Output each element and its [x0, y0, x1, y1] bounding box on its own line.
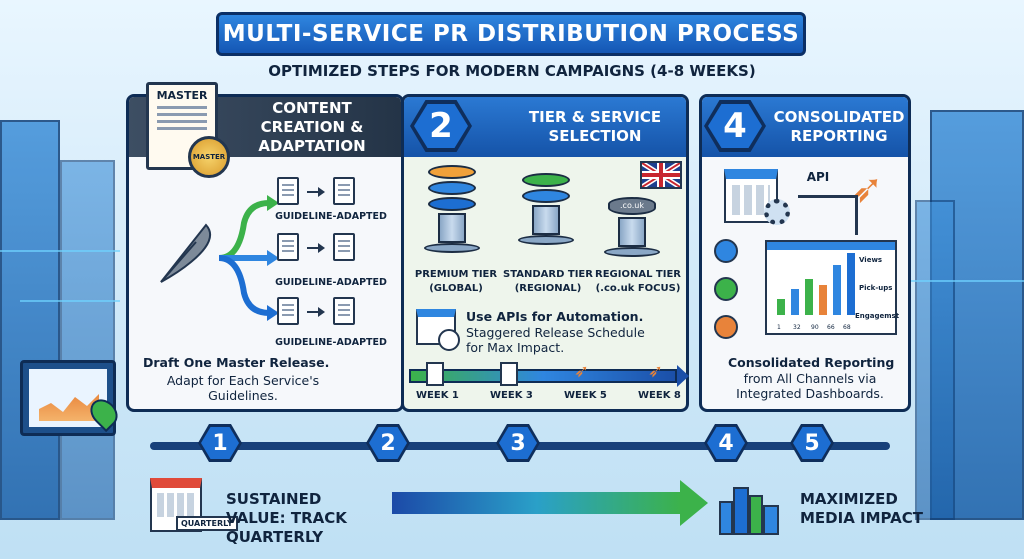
document-icon	[277, 297, 299, 325]
premium-server-icon	[424, 165, 480, 253]
circuit-line	[20, 300, 120, 302]
circuit-line	[910, 280, 1024, 282]
quarterly-calendar-icon	[150, 478, 202, 532]
chart-tick: 66	[827, 324, 835, 331]
seal-label: MASTER	[192, 153, 226, 161]
chart-legend-item: Views	[859, 256, 883, 264]
step-badge-4: 4	[704, 100, 766, 152]
master-label: MASTER	[156, 89, 208, 102]
chart-bar	[791, 289, 799, 315]
chart-tick: 1	[777, 324, 781, 331]
arrow-icon	[307, 307, 325, 317]
panel-tier-selection: TIER & SERVICE SELECTION .co.uk PREMIUM …	[401, 94, 689, 412]
panel-heading: TIER & SERVICE SELECTION	[528, 108, 662, 145]
document-icon	[333, 297, 355, 325]
chart-bar	[833, 265, 841, 315]
building-left-2	[60, 160, 115, 520]
tier-scope: (REGIONAL)	[514, 283, 582, 294]
adapted-label: GUIDELINE-ADAPTED	[275, 211, 387, 222]
document-icon	[277, 233, 299, 261]
gear-icon	[764, 199, 790, 225]
eye-icon	[714, 239, 738, 263]
tier-name: PREMIUM TIER	[414, 269, 498, 280]
clock-icon	[438, 329, 460, 351]
panel4-body-bold: Consolidated Reporting	[728, 355, 895, 370]
chart-tick: 32	[793, 324, 801, 331]
rocket-icon: ➶	[574, 361, 590, 382]
tier-name: STANDARD TIER	[503, 269, 593, 280]
adapted-label: GUIDELINE-ADAPTED	[275, 337, 387, 348]
impact-arrow	[392, 480, 708, 526]
week-label: WEEK 5	[564, 390, 607, 401]
thumbs-up-icon	[714, 277, 738, 301]
week-label: WEEK 8	[638, 390, 681, 401]
feather-quill-icon	[151, 217, 221, 287]
connector-lines	[798, 195, 858, 235]
week-label: WEEK 3	[490, 390, 533, 401]
panel-heading: CONSOLIDATED REPORTING	[773, 108, 905, 145]
master-seal-icon: MASTER	[188, 136, 230, 178]
page-subtitle: OPTIMIZED STEPS FOR MODERN CAMPAIGNS (4-…	[268, 62, 756, 80]
arrow-icon	[307, 187, 325, 197]
step-badge-2: 2	[410, 100, 472, 152]
api-label: API	[806, 170, 830, 184]
branch-arrows-icon	[218, 193, 279, 323]
tier-name: REGIONAL TIER	[595, 269, 681, 280]
tier-scope: (GLOBAL)	[429, 283, 483, 294]
chart-bar	[777, 299, 785, 315]
server-tag: .co.uk	[608, 197, 656, 215]
rocket-icon: ➶	[648, 361, 664, 382]
title-banner: MULTI-SERVICE PR DISTRIBUTION PROCESS	[216, 12, 806, 56]
building-right-2	[915, 200, 955, 520]
standard-server-icon	[518, 173, 574, 245]
panel1-body: Adapt for Each Service's Guidelines.	[166, 373, 320, 403]
page-title: MULTI-SERVICE PR DISTRIBUTION PROCESS	[222, 21, 800, 47]
panel-heading: CONTENT CREATION & ADAPTATION	[258, 98, 366, 155]
quarterly-tag: QUARTERLY	[176, 516, 238, 531]
document-icon	[500, 362, 518, 386]
calendar-icon	[724, 169, 778, 223]
panel1-body-bold: Draft One Master Release.	[143, 355, 330, 370]
regional-server-icon: .co.uk	[604, 197, 660, 257]
circuit-line	[0, 250, 120, 252]
chart-tick: 90	[811, 324, 819, 331]
step-marker-2: 2	[366, 424, 410, 462]
step-marker-1: 1	[198, 424, 242, 462]
chart-bar	[819, 285, 827, 315]
city-impact-icon	[716, 480, 786, 536]
panel2-body-bold: Use APIs for Automation.	[466, 309, 644, 324]
panel2-body: Staggered Release Schedule for Max Impac…	[466, 325, 645, 355]
sustained-value-text: SUSTAINED VALUE: TRACK QUARTERLY	[226, 490, 347, 546]
schedule-timeline	[409, 365, 689, 387]
document-icon	[333, 177, 355, 205]
dashboard-chart: 1 32 90 66 68 Views Pick-ups Engagemst	[765, 240, 900, 335]
chart-tick: 68	[843, 324, 851, 331]
share-icon	[714, 315, 738, 339]
adapted-label: GUIDELINE-ADAPTED	[275, 277, 387, 288]
document-icon	[333, 233, 355, 261]
maximized-impact-text: MAXIMIZED MEDIA IMPACT	[800, 490, 924, 527]
flag-uk-icon	[640, 160, 682, 190]
document-icon	[277, 177, 299, 205]
arrow-icon	[307, 243, 325, 253]
chart-legend-item: Engagemst	[855, 312, 900, 320]
building-left-1	[0, 120, 60, 520]
chart-bar	[805, 279, 813, 315]
week-label: WEEK 1	[416, 390, 459, 401]
chart-legend-item: Pick-ups	[859, 284, 893, 292]
tier-scope: (.co.uk FOCUS)	[595, 283, 681, 294]
document-icon	[426, 362, 444, 386]
chart-bar	[847, 253, 855, 315]
panel4-body: from All Channels via Integrated Dashboa…	[736, 371, 884, 401]
